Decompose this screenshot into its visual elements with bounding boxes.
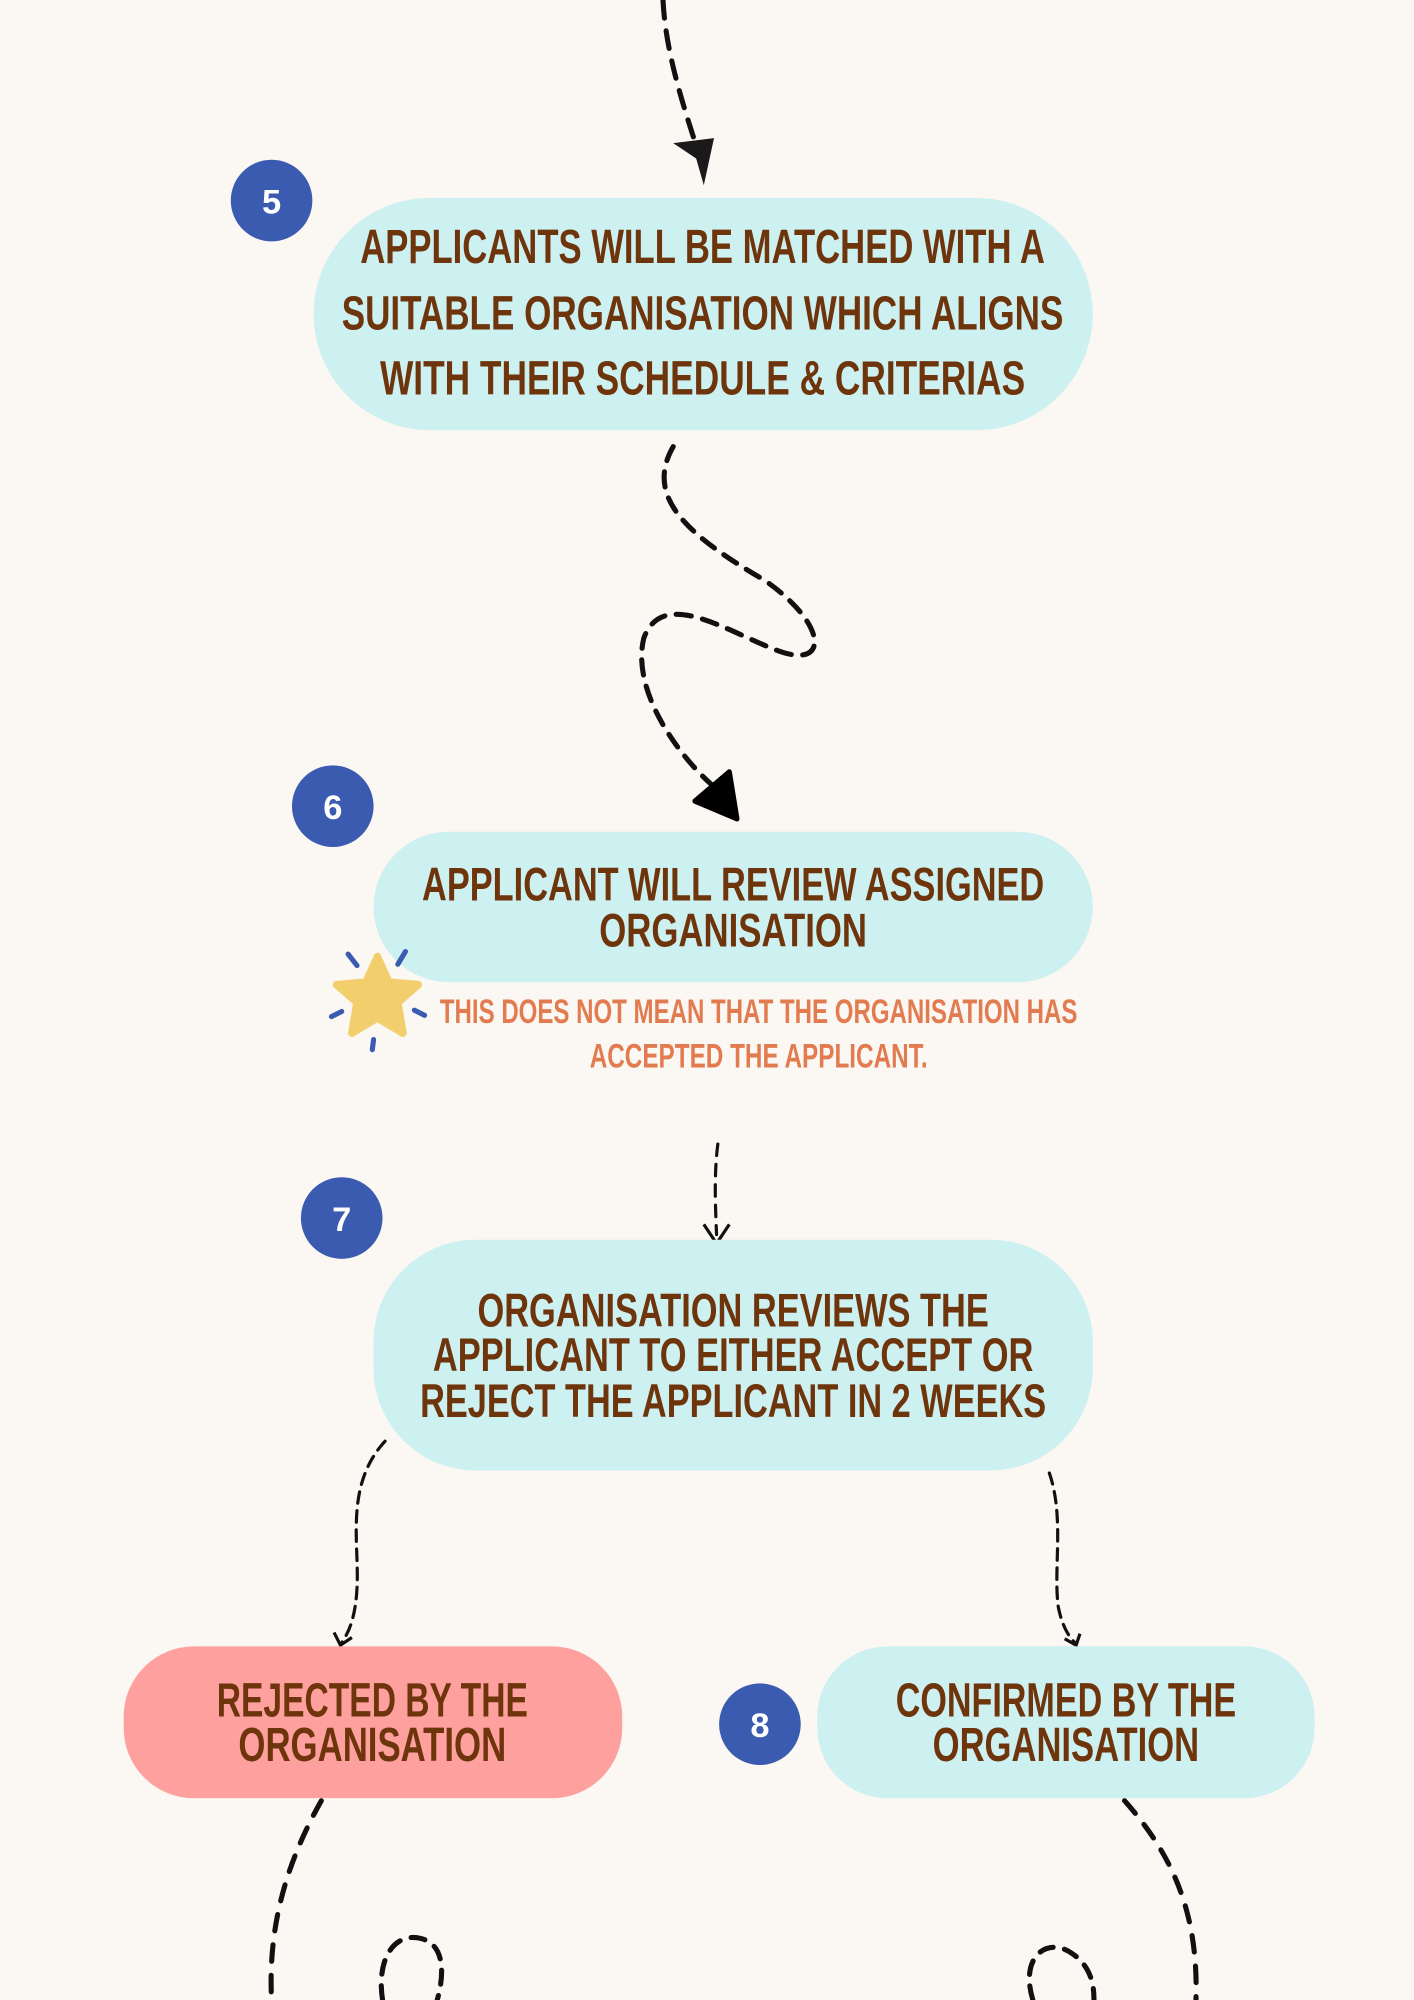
outcome-rejected: REJECTED BY THE ORGANISATION: [123, 1646, 623, 1799]
step-number-badge: [300, 1177, 383, 1259]
step-5: 5 APPLICANTS WILL BE MATCHED WITH A SUIT…: [230, 159, 1093, 431]
step-number-badge: [230, 159, 313, 242]
outcome-confirmed: 8 CONFIRMED BY THE ORGANISATION: [719, 1646, 1315, 1799]
arrowhead-icon: [332, 1631, 353, 1648]
step-text-line: REJECT THE APPLICANT IN 2 WEEKS: [420, 1374, 1046, 1427]
outcome-text-line: CONFIRMED BY THE: [896, 1674, 1236, 1728]
step-text-line: SUITABLE ORGANISATION WHICH ALIGNS: [342, 286, 1064, 340]
step-number: 5: [262, 183, 281, 221]
connector-7-to-confirmed: [1047, 1471, 1082, 1648]
arrowhead-icon: [673, 138, 715, 186]
step-5-box: [313, 198, 1093, 431]
step-7: 7 ORGANISATION REVIEWS THE APPLICANT TO …: [300, 1177, 1093, 1471]
step-number-badge: [719, 1683, 801, 1766]
rejected-box: [123, 1646, 623, 1799]
step-6: 6 APPLICANT WILL REVIEW ASSIGNED ORGANIS…: [291, 765, 1093, 1076]
step-number: 8: [750, 1707, 769, 1745]
outcome-text-line: REJECTED BY THE: [217, 1674, 528, 1728]
outcome-text-line: ORGANISATION: [933, 1718, 1199, 1772]
step-text-line: APPLICANT TO EITHER ACCEPT OR: [433, 1328, 1034, 1381]
connector-top: [660, 0, 715, 186]
arrowhead-icon: [692, 769, 740, 822]
connector-7-to-rejected: [332, 1439, 387, 1648]
step-number-badge: [291, 765, 374, 847]
step-text-line: WITH THEIR SCHEDULE & CRITERIAS: [380, 351, 1025, 405]
step-text-line: APPLICANT WILL REVIEW ASSIGNED: [422, 858, 1044, 911]
connector-rejected-down: [268, 1798, 445, 2000]
connector-confirmed-down: [1026, 1798, 1199, 2000]
step-text-line: ORGANISATION REVIEWS THE: [477, 1283, 988, 1336]
star-icon: [328, 948, 428, 1053]
connector-5-to-6: [639, 444, 817, 822]
step-text-line: APPLICANTS WILL BE MATCHED WITH A: [360, 220, 1045, 274]
step-6-box: [373, 831, 1093, 983]
step-6-note-line: ACCEPTED THE APPLICANT.: [590, 1038, 928, 1076]
step-7-box: [373, 1239, 1093, 1471]
outcome-text-line: ORGANISATION: [238, 1718, 506, 1772]
confirmed-box: [817, 1646, 1315, 1799]
step-6-note-line: THIS DOES NOT MEAN THAT THE ORGANISATION…: [440, 993, 1078, 1031]
step-text-line: ORGANISATION: [599, 903, 867, 956]
step-number: 6: [323, 789, 342, 827]
step-number: 7: [332, 1201, 351, 1239]
arrowhead-icon: [1063, 1633, 1082, 1648]
